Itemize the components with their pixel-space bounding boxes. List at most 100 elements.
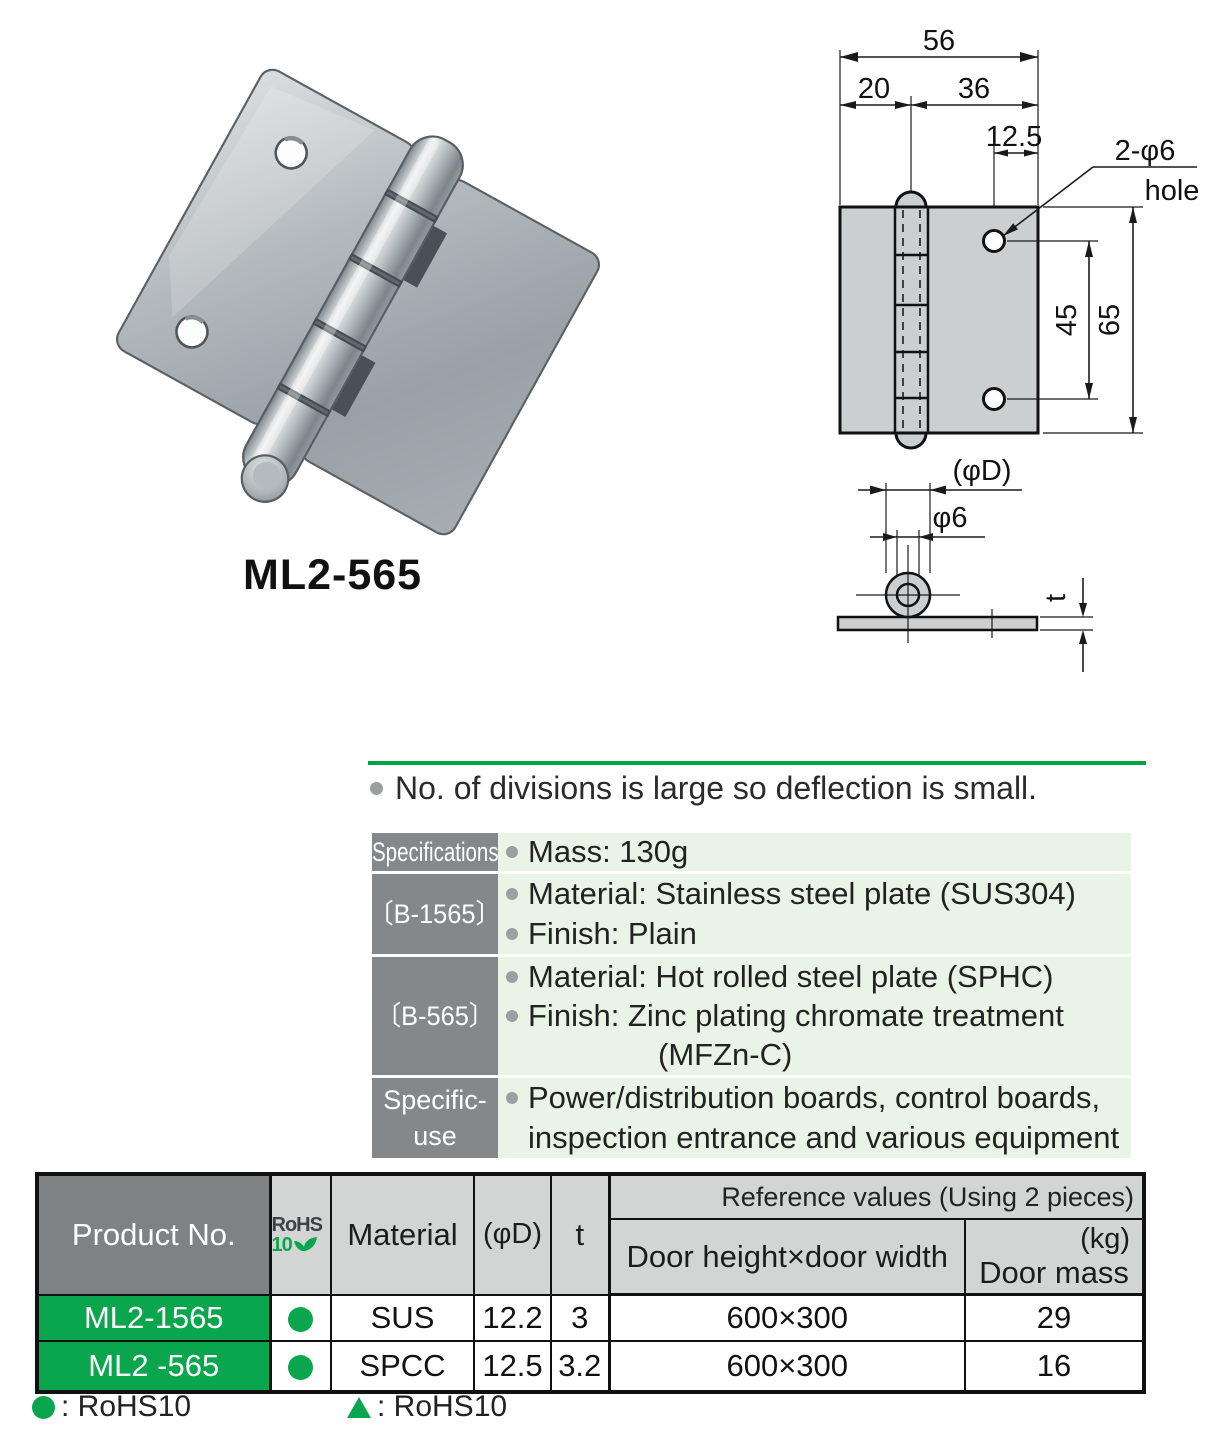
t-cell: 3.2 <box>550 1340 611 1393</box>
knuckle-joints <box>276 188 439 418</box>
spec-label: 〔B-1565〕 <box>369 874 501 954</box>
dim-65: 65 <box>1094 304 1126 336</box>
spec-label-text: 〔B-565〕 <box>375 1001 495 1031</box>
spec-line: inspection entrance and various equipmen… <box>498 1118 1131 1158</box>
bullet-icon <box>370 782 383 795</box>
col-header-t: t <box>550 1173 611 1296</box>
spec-label-text: 〔B-1565〕 <box>368 899 502 929</box>
rohs10-circle-icon <box>288 1307 314 1333</box>
spec-label-text: Specifications <box>371 837 499 867</box>
pin-end-top <box>894 190 928 209</box>
screw-hole-top-shadow <box>283 136 304 145</box>
rohs10-triangle-icon <box>347 1396 371 1418</box>
kg-unit: (kg) <box>1080 1223 1131 1255</box>
rohs10-circle-icon <box>32 1395 55 1419</box>
col-header-material: Material <box>330 1173 475 1296</box>
legend-rohs-triangle: : RoHS10 <box>347 1390 507 1424</box>
dimension-drawing: 56 20 36 12.5 2-φ6 hole 45 65 (φD) <box>836 25 1199 672</box>
spec-line-text: Mass: 130g <box>528 834 689 869</box>
hinge-group <box>115 68 601 536</box>
product-title: ML2-565 <box>243 551 423 599</box>
rohs-cell <box>269 1340 332 1393</box>
spec-line-text: Material: Hot rolled steel plate (SPHC) <box>528 959 1054 994</box>
t-cell: 3 <box>550 1293 611 1342</box>
door-size-cell: 600×300 <box>608 1293 966 1342</box>
spec-line-text: (MFZn-C) <box>658 1037 793 1072</box>
product-no-cell: ML2 -565 <box>36 1340 272 1393</box>
col-header-door-mass: (kg) Door mass <box>963 1218 1146 1296</box>
hole-callout: 2-φ6 <box>1115 135 1176 167</box>
legend-rohs-circle: : RoHS10 <box>32 1390 191 1424</box>
dim-phi6: φ6 <box>933 502 968 534</box>
spec-label-text2: use <box>413 1121 457 1151</box>
spec-line: Material: Hot rolled steel plate (SPHC) <box>498 958 1131 997</box>
spec-line: Material: Stainless steel plate (SUS304) <box>498 874 1131 914</box>
front-view: 56 20 36 12.5 2-φ6 hole 45 65 <box>838 25 1199 450</box>
spec-line: Finish: Plain <box>498 914 1131 954</box>
spec-body: Power/distribution boards, control board… <box>498 1078 1131 1158</box>
material-cell: SUS <box>330 1293 475 1342</box>
dim-56: 56 <box>923 25 955 57</box>
col-header-reference: Reference values (Using 2 pieces) <box>607 1173 1146 1220</box>
hinge-slot-upper <box>399 223 448 288</box>
spec-body: Mass: 130g <box>498 833 1131 871</box>
front-hole-bottom <box>982 387 1006 411</box>
bullet-icon <box>506 1010 518 1022</box>
feature-note: No. of divisions is large so deflection … <box>370 770 1037 807</box>
dim-45: 45 <box>1051 304 1083 336</box>
dim-12-5: 12.5 <box>986 121 1042 153</box>
spec-line: Mass: 130g <box>498 833 1131 871</box>
spec-body: Material: Hot rolled steel plate (SPHC) … <box>498 957 1131 1075</box>
side-view: (φD) φ6 t <box>836 455 1093 672</box>
door-mass-cell: 16 <box>963 1340 1146 1393</box>
side-plate <box>836 615 1039 632</box>
dia-cell: 12.2 <box>473 1293 552 1342</box>
leaf-icon <box>293 1236 317 1251</box>
door-mass-cell: 29 <box>963 1293 1146 1342</box>
spec-line-text: Finish: Zinc plating chromate treatment <box>528 998 1064 1033</box>
front-hole-top <box>982 229 1006 253</box>
rohs-cell <box>269 1293 332 1342</box>
col-header-door-size: Door height×door width <box>608 1218 966 1296</box>
spec-label: Specific- use <box>372 1078 498 1158</box>
spec-row-specific-use: Specific- use Power/distribution boards,… <box>372 1078 1131 1158</box>
leaf-sheen <box>169 86 375 318</box>
hinge-slot-lower <box>327 352 376 417</box>
dim-phiD: (φD) <box>952 455 1011 487</box>
dim-36: 36 <box>958 73 990 105</box>
rohs-logo-text: RoHS <box>271 1213 323 1236</box>
spec-table: Specifications Mass: 130g 〔B-1565〕 Mater… <box>369 833 1131 1161</box>
hinge-photo <box>115 68 601 536</box>
col-header-dia: (φD) <box>473 1173 552 1296</box>
spec-line-text: Finish: Plain <box>528 916 697 951</box>
product-no-cell: ML2-1565 <box>36 1293 272 1342</box>
material-cell: SPCC <box>330 1340 475 1393</box>
legend-triangle-text: : RoHS10 <box>377 1390 508 1423</box>
feature-note-text: No. of divisions is large so deflection … <box>395 770 1038 806</box>
col-header-rohs: RoHS 10 <box>269 1173 332 1296</box>
bullet-icon <box>506 1092 518 1104</box>
spec-row-b565: 〔B-565〕 Material: Hot rolled steel plate… <box>372 957 1131 1075</box>
knuckle-highlight <box>247 137 439 474</box>
table-row: ML2 -565 SPCC 12.5 3.2 600×300 16 <box>36 1340 1146 1393</box>
green-divider <box>368 761 1146 765</box>
spec-line: (MFZn-C) <box>498 1036 1131 1075</box>
table-row: ML2-1565 SUS 12.2 3 600×300 29 <box>36 1293 1146 1342</box>
door-mass-label: Door mass <box>979 1255 1129 1290</box>
dia-cell: 12.5 <box>473 1340 552 1393</box>
spec-line-text: inspection entrance and various equipmen… <box>528 1120 1120 1155</box>
col-header-product-no: Product No. <box>36 1173 272 1296</box>
spec-row-specifications: Specifications Mass: 130g <box>372 833 1131 871</box>
rohs10-circle-icon <box>288 1355 314 1381</box>
product-table: Product No. RoHS 10 Material (φD) t Refe… <box>35 1172 1147 1394</box>
spec-line-text: Power/distribution boards, control board… <box>528 1080 1101 1115</box>
bullet-icon <box>506 971 518 983</box>
bullet-icon <box>506 888 518 900</box>
spec-label: 〔B-565〕 <box>372 957 498 1075</box>
spec-label: Specifications <box>372 833 498 871</box>
rohs-logo-ten: 10 <box>271 1233 293 1256</box>
screw-hole-bottom-shadow <box>184 315 205 324</box>
pin-end-bottom <box>894 431 928 450</box>
bullet-icon <box>506 928 518 940</box>
spec-body: Material: Stainless steel plate (SUS304)… <box>498 874 1131 954</box>
